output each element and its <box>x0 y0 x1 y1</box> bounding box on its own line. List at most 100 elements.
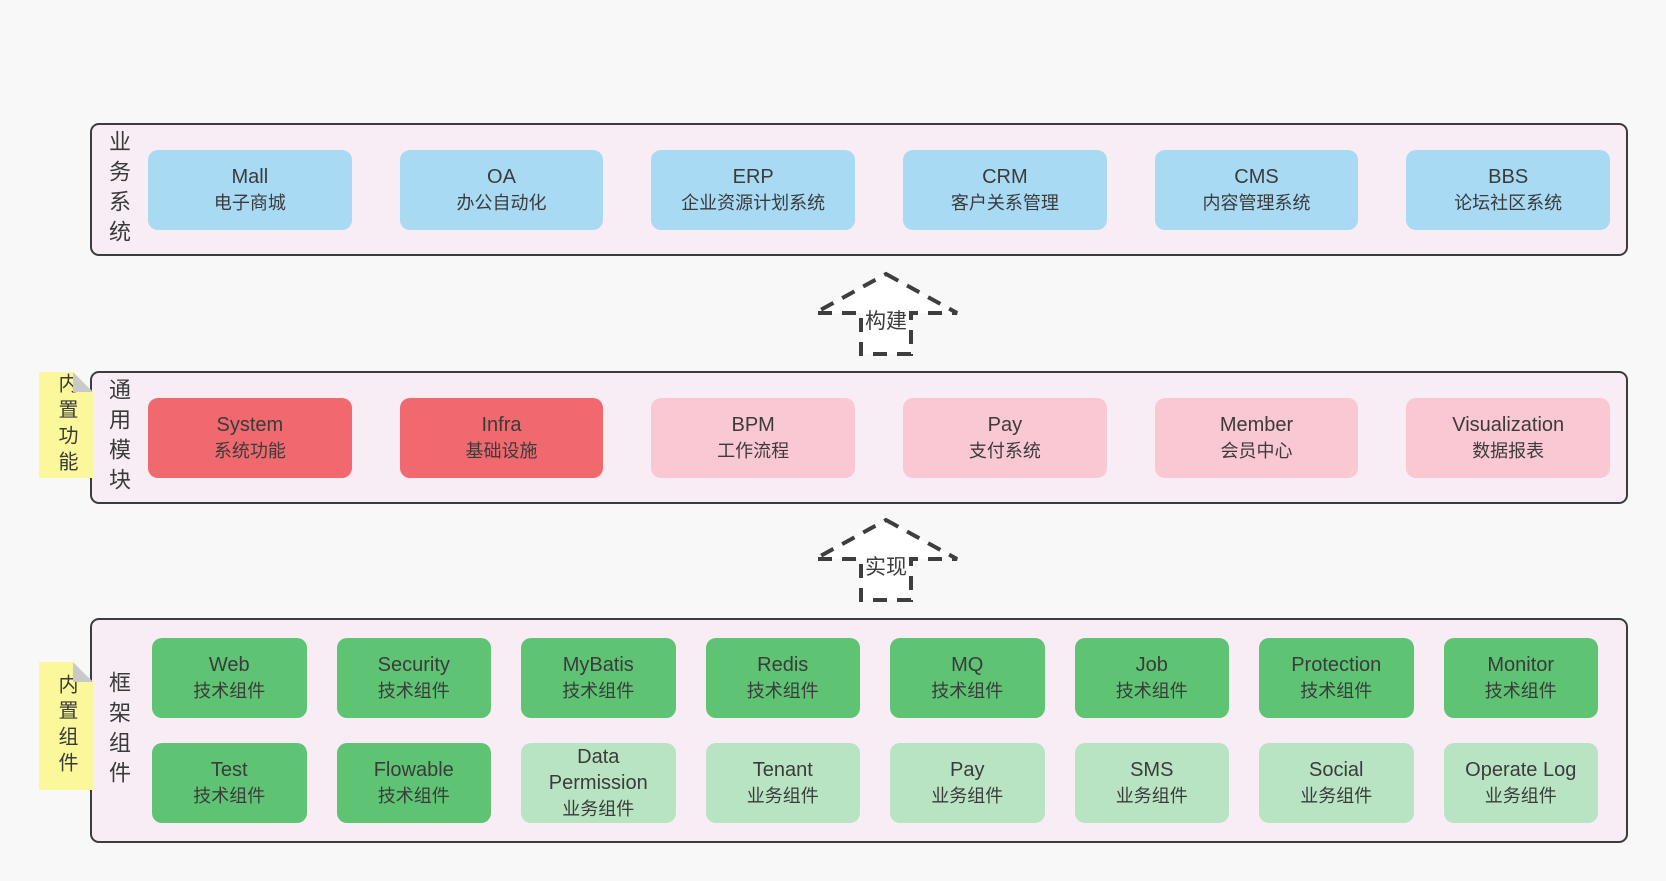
box-subtitle: 业务组件 <box>562 799 635 819</box>
box-subtitle: 业务组件 <box>1300 786 1373 806</box>
box-title: BBS <box>1488 165 1529 188</box>
box-title: Pay <box>950 759 985 781</box>
box-visualization: Visualization 数据报表 <box>1406 397 1611 478</box>
box-tenant: Tenant 业务组件 <box>705 743 860 823</box>
box-crm: CRM 客户关系管理 <box>903 149 1107 230</box>
box-protection: Protection 技术组件 <box>1259 638 1414 718</box>
box-subtitle: 业务组件 <box>1484 786 1557 806</box>
box-title: Protection <box>1291 654 1382 676</box>
up-arrow-icon: 构建 <box>814 271 958 356</box>
box-bpm: BPM 工作流程 <box>651 397 856 478</box>
arrow-implement-label: 实现 <box>865 556 907 579</box>
box-subtitle: 数据报表 <box>1472 440 1545 461</box>
box-subtitle: 技术组件 <box>931 681 1004 701</box>
box-test: Test 技术组件 <box>152 743 307 823</box>
box-title: Redis <box>757 654 809 676</box>
layer-label-text: 框架组件 <box>106 670 131 791</box>
box-title: Social <box>1309 759 1364 781</box>
box-security: Security 技术组件 <box>336 638 491 718</box>
modules-box-row: System 系统功能 Infra 基础设施 BPM 工作流程 Pay 支付系统… <box>144 397 1626 478</box>
box-subtitle: 电子商城 <box>213 192 286 213</box>
box-subtitle: 客户关系管理 <box>950 192 1059 213</box>
sticky-built-in-features: 内置功能 <box>39 372 93 478</box>
box-cms: CMS 内容管理系统 <box>1154 149 1359 230</box>
box-job: Job 技术组件 <box>1074 638 1229 718</box>
business-box-row: Mall 电子商城 OA 办公自动化 ERP 企业资源计划系统 CRM 客户关系… <box>144 149 1626 230</box>
box-erp: ERP 企业资源计划系统 <box>651 149 856 230</box>
layer-label-business: 业务系统 <box>92 125 144 254</box>
box-subtitle: 论坛社区系统 <box>1454 192 1563 213</box>
box-subtitle: 技术组件 <box>562 681 635 701</box>
box-title: MyBatis <box>562 654 634 676</box>
layer-label-framework: 框架组件 <box>92 620 144 841</box>
box-title: Web <box>208 654 250 676</box>
layer-common-modules: 通用模块 System 系统功能 Infra 基础设施 BPM 工作流程 Pay… <box>90 371 1628 504</box>
box-title: Mall <box>231 165 269 188</box>
box-mall: Mall 电子商城 <box>148 149 352 230</box>
box-title: Flowable <box>373 759 454 781</box>
up-arrow-icon: 实现 <box>814 517 958 602</box>
box-title: CMS <box>1234 165 1279 188</box>
box-subtitle: 工作流程 <box>717 440 790 461</box>
arrow-build: 构建 <box>811 270 961 358</box>
arrow-implement: 实现 <box>811 516 961 604</box>
box-title: Infra <box>481 413 522 436</box>
box-subtitle: 企业资源计划系统 <box>681 192 826 213</box>
box-subtitle: 业务组件 <box>931 786 1004 806</box>
box-subtitle: 技术组件 <box>1484 681 1557 701</box>
box-title: BPM <box>731 413 775 436</box>
box-title: Pay <box>987 413 1023 436</box>
sticky-label: 内置功能 <box>55 373 77 477</box>
layer-label-text: 通用模块 <box>106 377 131 498</box>
box-redis: Redis 技术组件 <box>705 638 860 718</box>
box-subtitle: 业务组件 <box>1115 786 1188 806</box>
box-title: MQ <box>951 654 984 676</box>
box-web: Web 技术组件 <box>152 638 307 718</box>
framework-row-1: Web 技术组件 Security 技术组件 MyBatis 技术组件 Redi… <box>152 638 1598 718</box>
box-monitor: Monitor 技术组件 <box>1443 638 1598 718</box>
box-title: Tenant <box>752 759 813 781</box>
box-title: Data Permission <box>548 746 648 794</box>
box-data-permission: Data Permission 业务组件 <box>521 743 676 823</box>
box-operate-log: Operate Log 业务组件 <box>1443 743 1598 823</box>
box-subtitle: 支付系统 <box>968 440 1041 461</box>
framework-rows: Web 技术组件 Security 技术组件 MyBatis 技术组件 Redi… <box>144 638 1626 823</box>
box-title: Operate Log <box>1465 759 1577 781</box>
box-social: Social 业务组件 <box>1259 743 1414 823</box>
box-subtitle: 基础设施 <box>465 440 538 461</box>
sticky-label: 内置组件 <box>55 674 77 778</box>
box-subtitle: 技术组件 <box>377 681 450 701</box>
box-title: CRM <box>982 165 1028 188</box>
box-subtitle: 技术组件 <box>193 681 266 701</box>
box-pay: Pay 支付系统 <box>903 397 1107 478</box>
framework-row-2: Test 技术组件 Flowable 技术组件 Data Permission … <box>152 743 1598 823</box>
box-subtitle: 办公自动化 <box>456 192 547 213</box>
box-subtitle: 业务组件 <box>746 786 819 806</box>
box-oa: OA 办公自动化 <box>399 149 604 230</box>
layer-label-text: 业务系统 <box>106 129 131 250</box>
box-subtitle: 技术组件 <box>1115 681 1188 701</box>
box-title: ERP <box>732 165 774 188</box>
box-subtitle: 技术组件 <box>1300 681 1373 701</box>
box-title: Job <box>1135 654 1168 676</box>
box-flowable: Flowable 技术组件 <box>336 743 491 823</box>
box-subtitle: 技术组件 <box>746 681 819 701</box>
box-mybatis: MyBatis 技术组件 <box>521 638 676 718</box>
layer-label-modules: 通用模块 <box>92 373 144 502</box>
box-pay-component: Pay 业务组件 <box>890 743 1045 823</box>
box-subtitle: 技术组件 <box>193 786 266 806</box>
box-title: System <box>216 413 284 436</box>
box-subtitle: 内容管理系统 <box>1202 192 1311 213</box>
box-title: Visualization <box>1452 413 1565 436</box>
box-title: Security <box>377 654 450 676</box>
layer-framework-components: 框架组件 Web 技术组件 Security 技术组件 MyBatis 技术组件… <box>90 618 1628 843</box>
box-title: Member <box>1219 413 1294 436</box>
box-mq: MQ 技术组件 <box>890 638 1045 718</box>
box-title: Test <box>210 759 248 781</box>
box-title: SMS <box>1130 759 1174 781</box>
box-subtitle: 会员中心 <box>1220 440 1293 461</box>
box-member: Member 会员中心 <box>1154 397 1359 478</box>
arrow-build-label: 构建 <box>865 310 907 333</box>
box-infra: Infra 基础设施 <box>399 397 604 478</box>
